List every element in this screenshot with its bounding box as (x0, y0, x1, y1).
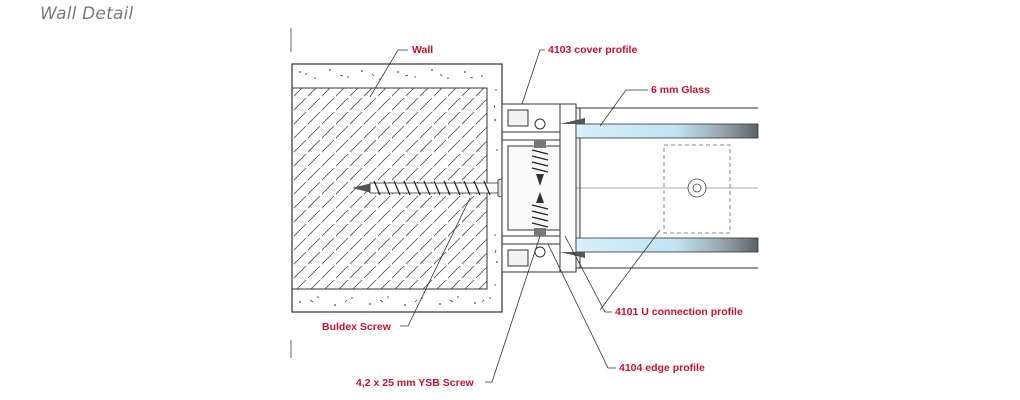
glass-panels (560, 107, 759, 269)
label-edge-profile: 4104 edge profile (619, 362, 705, 374)
leader-lines (369, 49, 661, 383)
label-ysb-screw: 4,2 x 25 mm YSB Screw (356, 377, 475, 389)
label-glass: 6 mm Glass (651, 84, 710, 96)
label-buldex-screw: Buldex Screw (322, 321, 392, 333)
page-title: Wall Detail (40, 4, 134, 24)
ysb-screws (531, 140, 549, 236)
label-cover-profile: 4103 cover profile (548, 44, 637, 56)
label-u-connection-profile: 4101 U connection profile (615, 306, 743, 318)
label-wall: Wall (412, 44, 433, 56)
